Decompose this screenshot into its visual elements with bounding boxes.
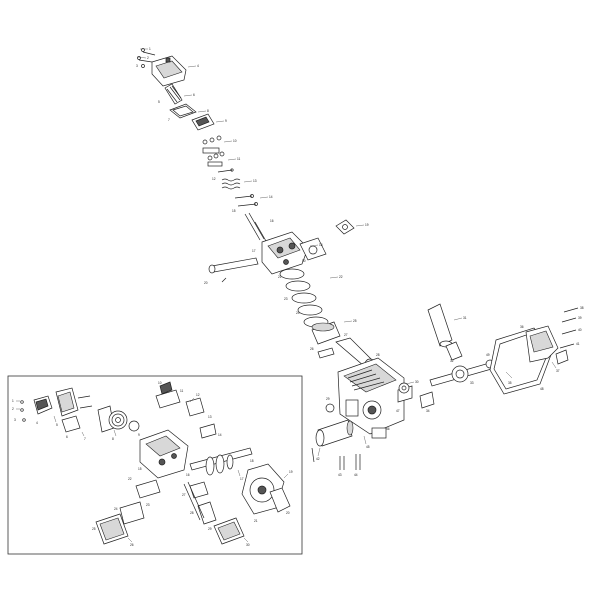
callout: 50 [302,259,306,263]
callout: 10 [158,381,162,385]
callout: 8 [112,437,114,441]
callout: 23 [284,297,288,301]
callout: 4 [36,421,38,425]
callouts-main: 1 2 3 4 5 6 7 8 9 10 11 12 13 14 15 16 1… [136,47,584,477]
callout: 41 [576,342,580,346]
callout: 16 [270,219,274,223]
callout: 26 [310,347,314,351]
callout: 38 [580,306,584,310]
callout: 15 [138,467,142,471]
callout: 34 [426,409,430,413]
callout: 20 [204,281,208,285]
callout: 8 [207,109,209,113]
callout: 46 [386,427,390,431]
callout: 23 [146,503,150,507]
callout: 11 [237,157,241,161]
callout: 25 [353,319,357,323]
callout: 39 [578,316,582,320]
callout: 19 [289,470,293,474]
callout: 36 [520,325,524,329]
callout: 18 [319,243,323,247]
callout: 30 [246,543,250,547]
callout: 40 [578,328,582,332]
callout: 12 [212,177,216,181]
callout: 26 [130,543,134,547]
inset-parts [20,381,291,545]
callout: 18 [250,459,254,463]
callout: 9 [225,119,227,123]
inset-frame [7,375,303,555]
callout: 14 [218,433,222,437]
callout: 4 [197,64,199,68]
callout: 1 [149,47,151,51]
callout: 21 [278,275,282,279]
callout: 33 [470,381,474,385]
callout: 6 [66,435,68,439]
callout: 25 [92,527,96,531]
callout: 44 [354,473,358,477]
callout: 5 [158,100,160,104]
callout: 24 [114,507,118,511]
callout: 2 [12,407,14,411]
callout: 5 [56,423,58,427]
callout: 42 [316,457,320,461]
callout: 48 [540,387,544,391]
callout: 31 [463,316,467,320]
callout: 16 [186,473,190,477]
callout: 29 [208,527,212,531]
crankcase-group [311,337,413,470]
callout: 27 [182,493,186,497]
callout: 22 [339,275,343,279]
callout: 13 [253,179,257,183]
inset-leader-lines [16,397,289,543]
callout: 43 [338,473,342,477]
callouts-inset: 1 2 3 4 5 6 7 8 9 10 11 12 13 14 15 16 1… [12,381,293,547]
callout: 28 [190,511,194,515]
callout: 11 [180,389,184,393]
callout: 14 [269,195,273,199]
callout: 20 [286,511,290,515]
callout: 30 [415,380,419,384]
callout: 1 [12,399,14,403]
callout: 21 [254,519,258,523]
callout: 7 [84,437,86,441]
callout: 12 [196,393,200,397]
side-cover-group [489,307,579,395]
callout: 28 [376,353,380,357]
callout: 24 [296,311,300,315]
callout: 6 [193,93,195,97]
leader-lines [136,48,557,457]
intake-cover-group [137,48,197,119]
callout: 19 [365,223,369,227]
callout: 15 [232,209,236,213]
callout: 32 [450,359,454,363]
callout: 13 [208,415,212,419]
crankshaft-group [398,303,515,409]
callout: 3 [136,64,138,68]
valve-train-group [191,113,355,283]
callout: 9 [138,433,140,437]
piston-rings-group [279,268,341,345]
callout: 17 [252,249,256,253]
callout: 37 [556,369,560,373]
callout: 22 [128,477,132,481]
callout: 49 [486,353,490,357]
callout: 27 [344,333,348,337]
callout: 29 [326,397,330,401]
callout: 10 [233,139,237,143]
callout: 17 [240,477,244,481]
callout: 47 [396,409,400,413]
callout: 2 [147,56,149,60]
callout: 35 [508,381,512,385]
callout: 7 [168,118,170,122]
callout: 45 [366,445,370,449]
callout: 3 [14,418,16,422]
